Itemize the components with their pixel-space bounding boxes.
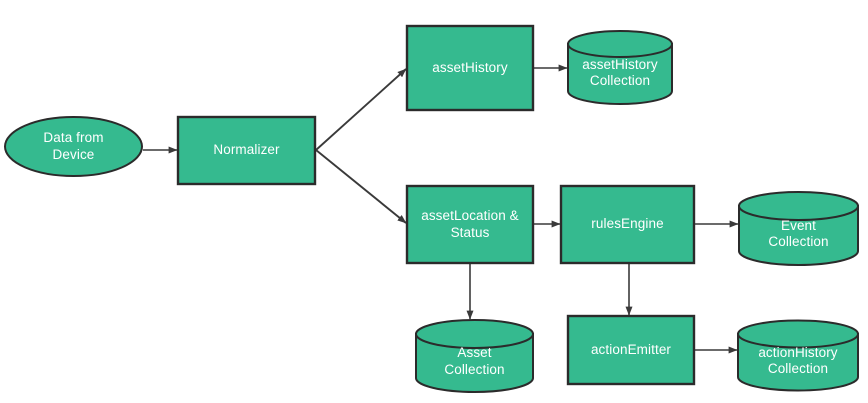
node-event-collection[interactable] bbox=[738, 191, 859, 266]
node-normalizer[interactable] bbox=[176, 115, 317, 186]
node-rules-engine[interactable] bbox=[559, 184, 696, 265]
node-asset-location-status[interactable] bbox=[405, 184, 535, 265]
node-action-emitter[interactable] bbox=[566, 314, 696, 386]
node-asset-history[interactable] bbox=[405, 24, 535, 112]
node-asset-history-collection[interactable] bbox=[567, 30, 673, 105]
edge-normalizer-to-asset-history bbox=[315, 68, 407, 151]
node-asset-collection[interactable] bbox=[415, 319, 534, 393]
edge-normalizer-to-asset-location bbox=[315, 149, 407, 224]
node-action-history-collection[interactable] bbox=[737, 319, 859, 392]
node-data-from-device[interactable] bbox=[4, 116, 143, 177]
nodes-group bbox=[4, 24, 859, 393]
edges-group bbox=[143, 64, 739, 354]
